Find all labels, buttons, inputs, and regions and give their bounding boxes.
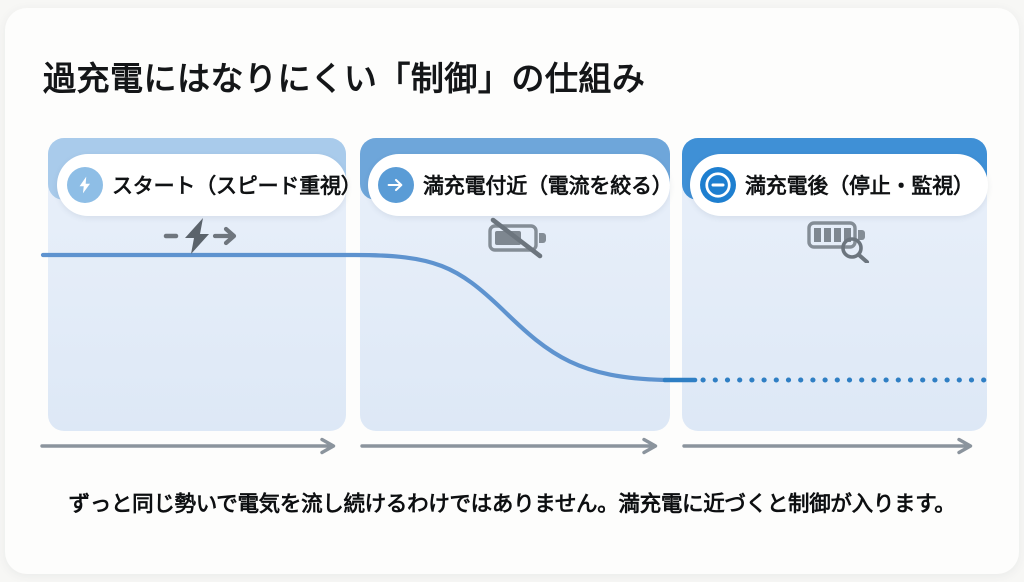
stage-label-pill-start[interactable]: スタート（スピード重視）	[57, 154, 362, 216]
arrow-right-icon	[378, 167, 414, 203]
page-title: 過充電にはなりにくい「制御」の仕組み	[43, 60, 646, 97]
slide-caption: ずっと同じ勢いで電気を流し続けるわけではありません。満充電に近づくと制御が入りま…	[68, 492, 956, 516]
stage-label-pill-after-full[interactable]: 満充電後（停止・監視）	[690, 154, 988, 216]
flow-arrow-stage-2	[360, 437, 672, 455]
flow-arrow-stage-3	[682, 437, 987, 455]
lightning-bolt-icon	[67, 167, 103, 203]
stage-label-after-full: 満充電後（停止・監視）	[745, 175, 974, 198]
fast-charge-bolt-arrow-icon	[160, 213, 242, 259]
stage-label-near-full: 満充電付近（電流を絞る）	[423, 175, 673, 198]
stage-label-start: スタート（スピード重視）	[112, 175, 362, 198]
slide-canvas: 過充電にはなりにくい「制御」の仕組み スタート（スピード重視） 満充電付近（電流…	[5, 8, 1019, 574]
stage-label-pill-near-full[interactable]: 満充電付近（電流を絞る）	[368, 154, 673, 216]
battery-full-magnifier-icon	[804, 213, 880, 265]
battery-slash-icon	[483, 213, 553, 261]
flow-arrow-stage-1	[40, 437, 350, 455]
minus-circle-icon	[700, 167, 736, 203]
